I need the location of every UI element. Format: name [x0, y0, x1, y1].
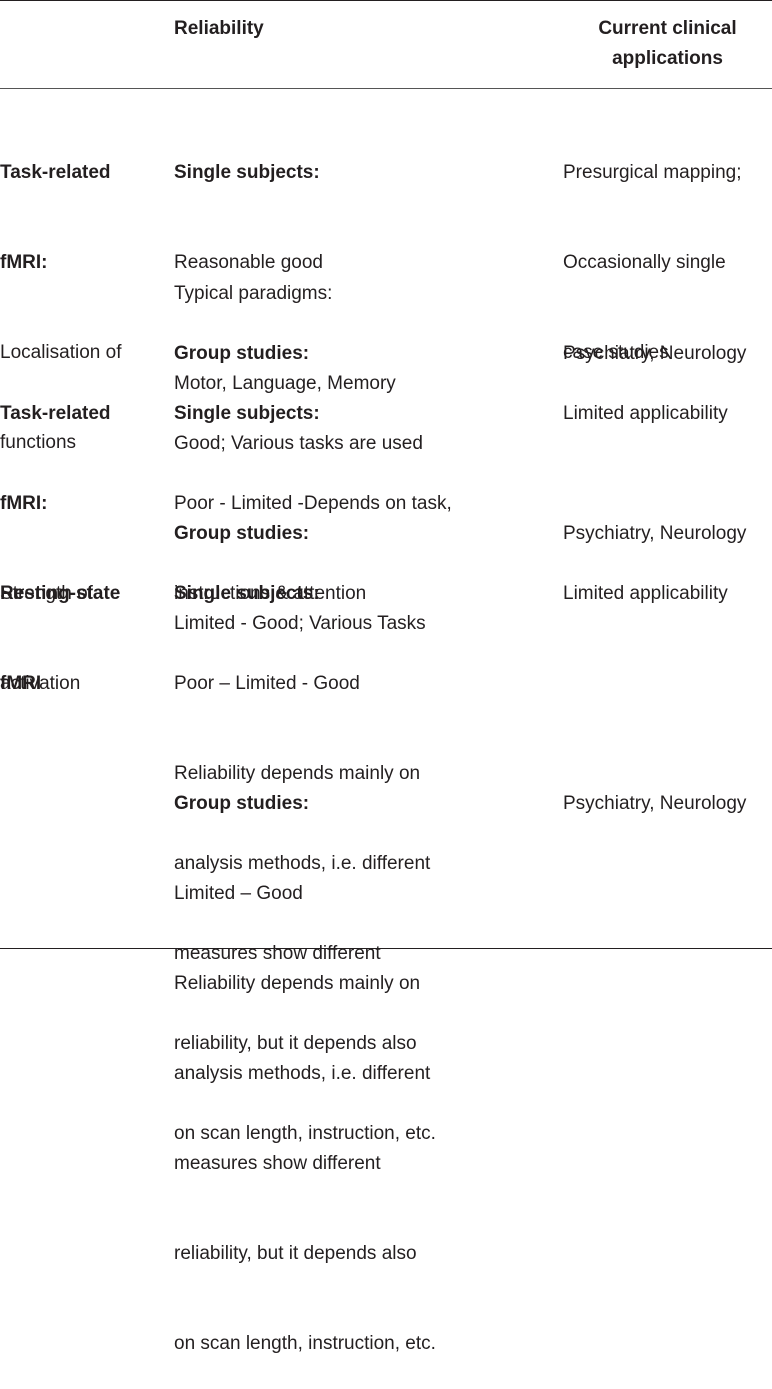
- clinical-line: Limited applicability: [563, 403, 728, 424]
- method-title: Task-related: [0, 162, 111, 183]
- block-line: Limited – Good: [174, 883, 303, 904]
- table-top-rule: [0, 0, 772, 1]
- block-heading: Single subjects:: [174, 583, 320, 604]
- clinical-line: Psychiatry, Neurology: [563, 343, 747, 364]
- block-line: Limited - Good; Various Tasks: [174, 613, 426, 634]
- clinical-block: Limited applicability: [563, 519, 728, 639]
- block-line: reliability, but it depends also: [174, 1243, 417, 1264]
- method-title: fMRI:: [0, 493, 48, 514]
- method-desc: activation: [0, 673, 81, 694]
- clinical-line: Occasionally single: [563, 252, 726, 273]
- reliability-block: Typical paradigms: Motor, Language, Memo…: [174, 219, 396, 429]
- block-line: Reliability depends mainly on: [174, 763, 421, 784]
- clinical-line: Limited applicability: [563, 583, 728, 604]
- block-line: analysis methods, i.e. different: [174, 1063, 431, 1084]
- method-cell-1: Task-related fMRI: Localisation of funct…: [0, 98, 121, 488]
- reliability-block: Single subjects: Reasonable good: [174, 98, 323, 308]
- block-line: on scan length, instruction, etc.: [174, 1333, 436, 1354]
- method-cell-3: Resting-state fMRI: [0, 519, 120, 729]
- clinical-line: Psychiatry, Neurology: [563, 793, 747, 814]
- block-line: Good; Various tasks are used: [174, 433, 423, 454]
- method-cell-2: Task-related fMRI: Strength of activatio…: [0, 339, 111, 729]
- method-title: fMRI:: [0, 252, 48, 273]
- reliability-block: Group studies: Limited – Good Reliabilit…: [174, 729, 436, 1389]
- block-line: Reasonable good: [174, 252, 323, 273]
- clinical-block: Limited applicability: [563, 339, 728, 459]
- block-line: Motor, Language, Memory: [174, 373, 396, 394]
- block-line: Typical paradigms:: [174, 283, 333, 304]
- header-clinical-line2: applications: [612, 48, 723, 69]
- block-line: analysis methods, i.e. different: [174, 853, 431, 874]
- method-title: Task-related: [0, 403, 111, 424]
- clinical-block: Psychiatry, Neurology: [563, 729, 746, 849]
- block-heading: Group studies:: [174, 343, 310, 364]
- header-clinical: Current clinical applications: [563, 14, 772, 74]
- table-bottom-rule: [0, 948, 772, 949]
- header-clinical-line1: Current clinical: [598, 18, 737, 39]
- method-desc: Localisation of: [0, 342, 122, 363]
- block-line: Reliability depends mainly on: [174, 973, 421, 994]
- block-line: instructions & attention: [174, 583, 367, 604]
- block-heading: Single subjects:: [174, 403, 320, 424]
- clinical-line: Presurgical mapping;: [563, 162, 742, 183]
- clinical-block: Presurgical mapping; Occasionally single…: [563, 98, 741, 398]
- block-heading: Group studies:: [174, 793, 310, 814]
- clinical-block: Psychiatry, Neurology: [563, 279, 746, 399]
- method-title: fMRI: [0, 673, 42, 694]
- block-heading: Group studies:: [174, 523, 310, 544]
- method-desc: Strength of: [0, 583, 93, 604]
- block-heading: Single subjects:: [174, 162, 320, 183]
- clinical-line: case studies: [563, 342, 669, 363]
- method-title: Resting-state: [0, 583, 121, 604]
- block-line: Poor – Limited - Good: [174, 673, 360, 694]
- block-line: measures show different: [174, 1153, 381, 1174]
- header-rule: [0, 88, 772, 89]
- clinical-line: Psychiatry, Neurology: [563, 523, 747, 544]
- method-desc: functions: [0, 432, 77, 453]
- clinical-block: Psychiatry, Neurology: [563, 459, 746, 579]
- reliability-block: Group studies: Good; Various tasks are u…: [174, 279, 423, 489]
- block-line: Poor - Limited -Depends on task,: [174, 493, 452, 514]
- reliability-block: Single subjects: Poor - Limited -Depends…: [174, 339, 452, 639]
- reliability-block: Group studies: Limited - Good; Various T…: [174, 459, 426, 669]
- header-reliability: Reliability: [174, 18, 264, 39]
